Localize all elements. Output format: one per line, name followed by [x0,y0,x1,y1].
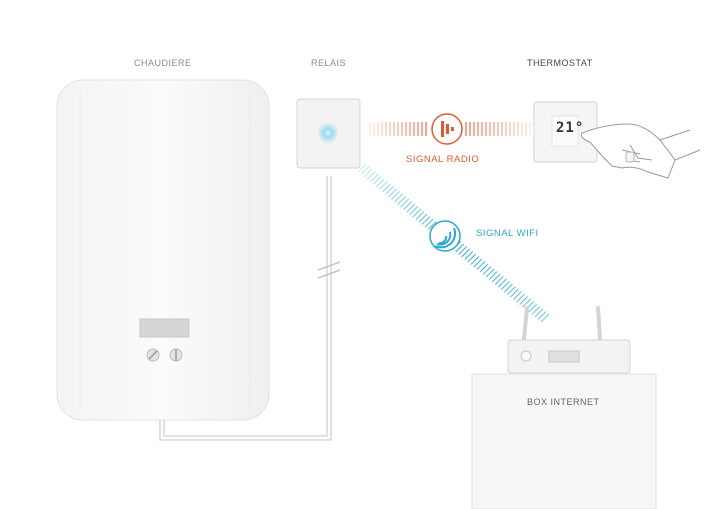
signal-stripe [485,268,495,278]
wifi-signal-icon [429,220,461,252]
boiler-display [139,318,190,338]
signal-stripe [397,196,407,205]
signal-stripe [473,258,483,268]
signal-stripe [461,248,471,258]
signal-stripe [366,171,376,180]
signal-stripe [378,181,388,190]
signal-radio-label: SIGNAL RADIO [406,154,480,165]
radio-signal-icon [431,113,463,145]
signal-stripe [513,291,522,300]
signal-stripe [467,253,477,263]
relay [296,98,361,169]
signal-stripe [455,243,465,253]
boiler-relay-cable [159,176,341,441]
signal-stripe [470,256,480,265]
signal-stripe [403,201,413,210]
signal-stripe [491,273,501,283]
signal-wifi-label: SIGNAL WIFI [476,228,539,239]
internet-box [507,306,631,374]
signal-stripe [540,313,550,323]
signal-stripe [528,303,538,313]
signal-stripe [516,293,526,303]
signal-stripe [500,281,510,290]
signal-stripe [537,311,547,320]
thermostat-display: 21° [556,120,585,136]
signal-stripe [458,246,468,255]
signal-stripe [357,163,367,173]
signal-stripe [531,306,541,315]
signal-stripe [381,183,391,193]
signal-stripe [507,286,516,295]
signal-stripe [503,283,513,293]
boiler [56,79,270,421]
box-table [471,373,657,509]
signal-stripe [375,178,385,188]
signal-stripe [385,186,394,195]
thermostat-label: THERMOSTAT [527,58,593,68]
box-internet-label: BOX INTERNET [527,397,600,407]
signal-stripe [519,296,529,305]
signal-stripe [494,276,504,285]
signal-stripe [372,176,382,185]
signal-stripe [497,278,507,288]
signal-stripe [464,251,474,260]
signal-stripe [412,208,422,218]
signal-stripe [391,191,400,200]
signal-stripe [522,298,532,308]
signal-stripe [488,271,498,280]
signal-stripe [394,193,404,203]
thermostat-device [533,101,598,163]
signal-stripe [427,221,437,230]
signal-stripe [369,173,379,183]
signal-stripe [360,166,370,175]
signal-stripe [510,288,519,298]
signal-stripe [421,216,431,225]
radio-signal-waves [369,122,531,136]
signal-stripe [406,203,416,213]
finger-hand-icon [581,123,701,179]
signal-stripe [363,168,373,178]
signal-stripe [534,308,544,318]
signal-stripe [388,188,397,198]
signal-stripe [479,263,489,273]
signal-stripe [415,211,425,220]
signal-stripe [424,218,434,228]
signal-stripe [409,206,419,215]
signal-stripe [400,198,410,208]
signal-stripe [476,261,486,270]
relay-label: RELAIS [311,58,347,68]
signal-stripe [482,266,492,275]
boiler-label: CHAUDIERE [134,58,192,68]
signal-stripe [418,213,428,223]
